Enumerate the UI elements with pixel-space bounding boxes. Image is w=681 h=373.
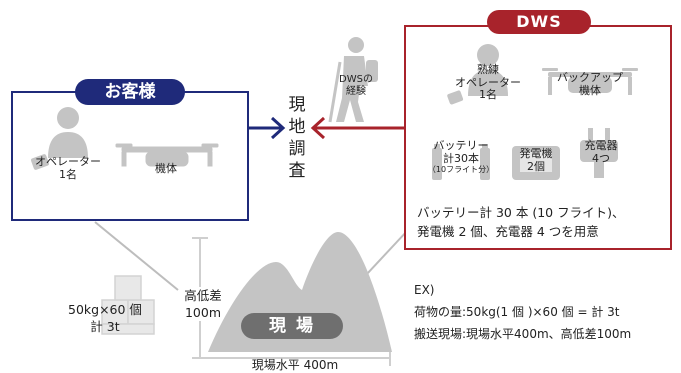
skilled-role-text: オペレーター: [455, 75, 521, 89]
site-survey-label: 現 地 調 査: [289, 94, 306, 182]
battery-count-text: 計30本: [443, 151, 479, 165]
experience-line-2: 経験: [346, 85, 366, 97]
operator-role-text: オペレーター: [35, 155, 101, 168]
generator-text: 発電機: [519, 147, 553, 160]
skilled-count-text: 1名: [479, 88, 497, 102]
survey-char-4: 査: [288, 161, 306, 181]
generator-icon: [512, 146, 560, 180]
charger-label: 充電器 4つ: [584, 139, 618, 165]
prepare-line-1: バッテリー計 30 本 (10 フライト)、: [417, 205, 625, 220]
customer-title: お客様: [75, 79, 185, 105]
skilled-operator-icon: [447, 44, 508, 105]
example-cargo-line: 荷物の量:50kg(1 個 )×60 個 = 計 3t: [414, 305, 620, 319]
cargo-total-text: 計 3t: [90, 319, 120, 334]
backup-drone-icon: [542, 68, 638, 95]
generator-label: 発電機 2個: [519, 147, 553, 173]
dws-prepare-text: バッテリー計 30 本 (10 フライト)、 発電機 2 個、充電器 4 つを用…: [417, 203, 624, 241]
customer-aircraft-label: 機体: [155, 162, 177, 175]
battery-icon: [432, 144, 490, 180]
battery-text: バッテリー: [433, 139, 489, 152]
charger-plug-icon: [580, 128, 618, 178]
cargo-label: 50kg×60 個 計 3t: [68, 301, 142, 335]
height-text: 高低差: [184, 288, 222, 303]
battery-label: バッテリー 計30本 （10フライト分）: [427, 139, 495, 175]
generator-count-text: 2個: [527, 159, 545, 173]
survey-char-2: 地: [288, 117, 306, 137]
cargo-amount-text: 50kg×60 個: [68, 302, 142, 317]
backup-text: バックアップ: [557, 71, 623, 84]
height-value-text: 100m: [184, 305, 222, 320]
charger-text: 充電器: [584, 139, 618, 152]
horizontal-distance-label: 現場水平 400m: [251, 358, 339, 372]
survey-char-1: 現: [288, 95, 306, 115]
dws-title: DWS: [487, 10, 591, 34]
mountain-label: 現 場: [241, 313, 343, 339]
example-text: EX) 荷物の量:50kg(1 個 )×60 個 = 計 3t 搬送現場:現場水…: [414, 279, 631, 345]
experience-line-1: DWSの: [339, 74, 373, 85]
drone-icon: [115, 143, 219, 167]
skilled-text: 熟練: [477, 63, 499, 76]
height-difference-label: 高低差 100m: [184, 287, 222, 321]
dws-experience-label: DWSの 経験: [339, 74, 373, 97]
customer-to-site-line: [94, 221, 179, 291]
survey-char-3: 調: [288, 139, 306, 159]
customer-operator-label: オペレーター 1名: [35, 155, 101, 181]
backup-aircraft-label: バックアップ 機体: [557, 71, 623, 97]
backup-aircraft-text: 機体: [579, 83, 601, 97]
cargo-boxes-icon: [101, 275, 155, 335]
operator-count-text: 1名: [59, 167, 77, 181]
battery-note-text: （10フライト分）: [427, 165, 495, 175]
prepare-line-2: 発電機 2 個、充電器 4 つを用意: [417, 224, 599, 239]
operator-figure-icon: [30, 107, 88, 170]
example-heading: EX): [414, 283, 435, 297]
dws-arrow: [310, 116, 405, 140]
charger-count-text: 4つ: [592, 151, 610, 165]
hiker-icon: [328, 37, 378, 123]
example-site-line: 搬送現場:現場水平400m、高低差100m: [414, 327, 632, 341]
customer-arrow: [248, 116, 286, 140]
skilled-operator-label: 熟練 オペレーター 1名: [455, 63, 521, 102]
